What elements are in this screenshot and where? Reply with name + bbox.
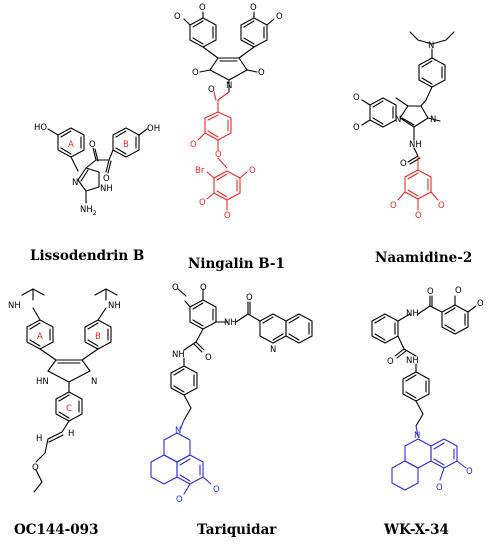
lissodendrin-b-structure: HO OH O O N NH NH2 A B Lissodendrin B — [30, 123, 160, 264]
trimethoxy-o-2-label: O — [438, 201, 445, 211]
thiq-n-label: N — [175, 426, 181, 436]
ring-o-1-label: O — [249, 166, 256, 176]
hydroxyl-a-label: HO — [34, 123, 47, 133]
vinyl-h-2-label: H — [36, 434, 42, 444]
amide-nh-label: NH — [409, 140, 422, 150]
imidazole-nh-label: NH — [100, 184, 113, 194]
ring-a-label: A — [37, 332, 43, 342]
compound-name-naamidine-2: Naamidine-2 — [375, 250, 472, 266]
ome-3-label: O — [176, 495, 183, 505]
imide-o-2-label: O — [258, 68, 265, 78]
keto-o-label: O — [208, 85, 215, 95]
ningalin-b-1-structure: O O O O O O N O O O Br O O O Ningalin B-… — [174, 3, 285, 272]
ome-2-label: O — [200, 283, 207, 293]
amide-nh-2-label: NH — [406, 356, 419, 366]
dimethylamine-n-label: N — [428, 41, 434, 51]
imidazole-n-label: N — [72, 178, 78, 188]
imidazole-n-label: N — [395, 115, 401, 125]
compound-name-ningalin-b-1: Ningalin B-1 — [188, 256, 285, 272]
ring-o-2-label: O — [199, 198, 206, 208]
amide-o-label: O — [400, 159, 407, 169]
imide-o-1-label: O — [192, 68, 199, 78]
amide-o-1-label: O — [246, 293, 253, 303]
n-methyl-label: N — [430, 115, 436, 125]
ome-4-label: O — [466, 467, 473, 477]
imide-n-label: N — [226, 81, 232, 91]
hydroxyl-b-label: OH — [147, 124, 160, 134]
ring-c-label: C — [66, 404, 72, 414]
amide-nh-1-label: NH — [406, 309, 419, 319]
quinoline-n-label: N — [270, 345, 276, 355]
imidazole-hn-label: HN — [36, 377, 49, 387]
ome-1-label: O — [174, 12, 181, 22]
ome-4-label: O — [213, 485, 220, 495]
oc144-093-structure: NH NH HN N H H O A B C OC144-093 — [8, 288, 121, 538]
ome-1-label: O — [172, 283, 179, 293]
ome-2-label: O — [199, 3, 206, 13]
imidazole-n-label: N — [91, 377, 97, 387]
ome-2-label: O — [477, 299, 484, 309]
compound-name-lissodendrin-b: Lissodendrin B — [30, 248, 144, 264]
isopropylamine-left-nh-label: NH — [8, 301, 21, 311]
amide-o-1-label: O — [427, 287, 434, 297]
compound-name-oc144-093: OC144-093 — [14, 522, 98, 538]
amide-nh-1-label: NH — [224, 318, 237, 328]
vinyl-h-1-label: H — [68, 429, 74, 439]
ring-a-label: A — [68, 140, 74, 150]
bromine-label: Br — [195, 166, 205, 176]
ring-b-label: B — [95, 332, 101, 342]
ome-3-label: O — [250, 3, 257, 13]
ome-3-label: O — [436, 483, 443, 493]
amide-o-2-label: O — [205, 353, 212, 363]
tariquidar-structure: O O NH O O NH N N O O Tariquidar — [150, 283, 313, 538]
amide-nh-2-label: NH — [172, 350, 185, 360]
ome-4-label: O — [276, 12, 283, 22]
ring-b-label: B — [123, 140, 129, 150]
ome-1-label: O — [455, 286, 462, 296]
naamidine-2-structure: N O O N N NH O O O O Naamidine-2 — [353, 31, 472, 266]
wk-x-34-structure: O O NH O O NH N O O WK-X-34 — [371, 286, 484, 538]
methoxy-o-label: O — [190, 140, 197, 150]
ketone-2-label: O — [103, 174, 110, 184]
thiq-n-label: N — [414, 431, 420, 441]
ring-o-3-label: O — [224, 211, 231, 221]
ether-o-label: O — [215, 150, 222, 160]
naamidine-ome-1-label: O — [353, 93, 360, 103]
ketone-1-label: O — [89, 140, 96, 150]
amine-label: NH2 — [80, 205, 97, 217]
compound-name-tariquidar: Tariquidar — [197, 522, 277, 538]
isopropylamine-right-nh-label: NH — [108, 301, 121, 311]
naamidine-ome-2-label: O — [353, 123, 360, 133]
trimethoxy-o-1-label: O — [390, 201, 397, 211]
compound-name-wk-x-34: WK-X-34 — [383, 522, 449, 538]
amide-o-2-label: O — [387, 357, 394, 367]
ether-o-label: O — [32, 463, 39, 473]
trimethoxy-o-3-label: O — [415, 211, 422, 221]
